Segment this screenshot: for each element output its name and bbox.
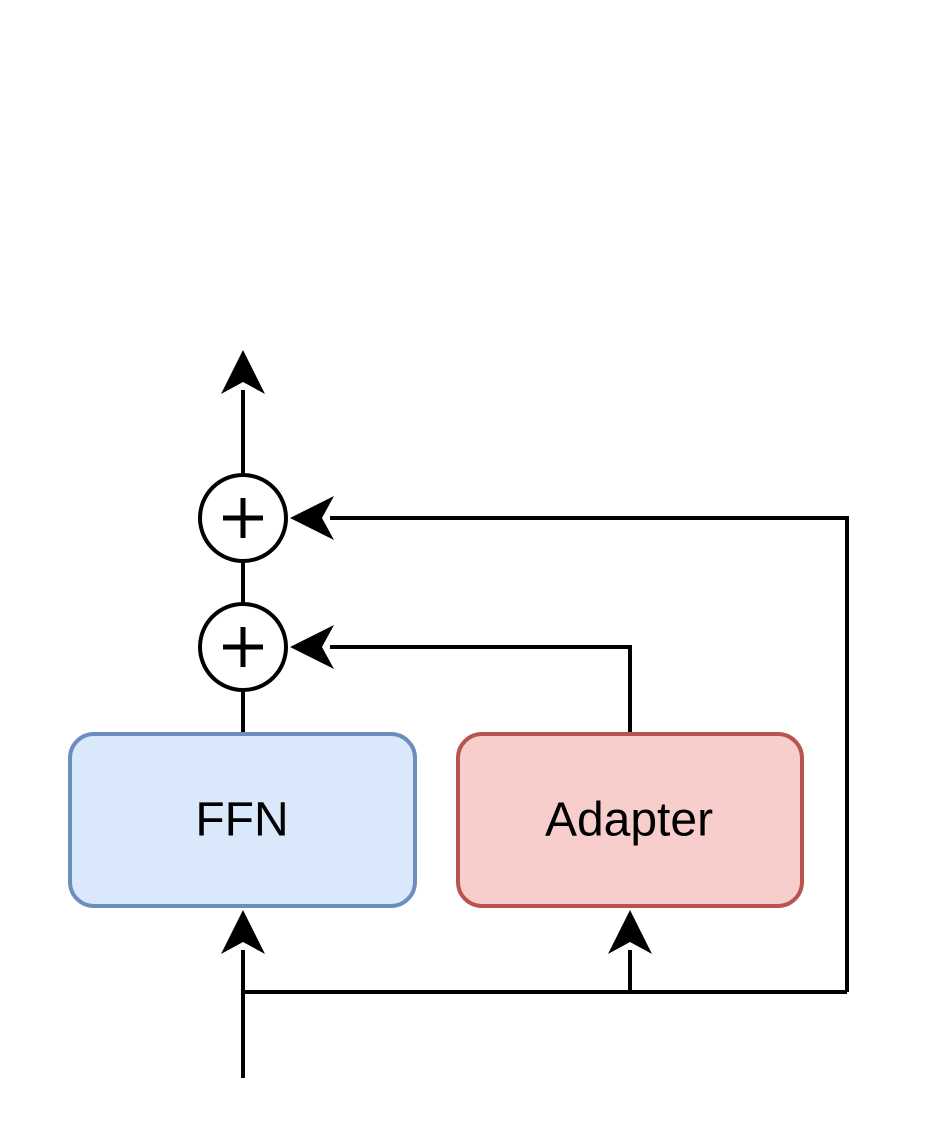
- residual-skip-arrow: [290, 496, 849, 992]
- adapter-label: Adapter: [545, 794, 713, 847]
- ffn-box: [68, 732, 417, 908]
- adapter-output-arrow: [290, 625, 632, 734]
- add-node-upper: [198, 473, 288, 563]
- ffn-block: FFN: [68, 732, 417, 908]
- ffn-label: FFN: [195, 794, 288, 847]
- adapter-block: Adapter: [456, 732, 804, 908]
- adapter-box: [456, 732, 804, 908]
- add-node-lower: [198, 602, 288, 692]
